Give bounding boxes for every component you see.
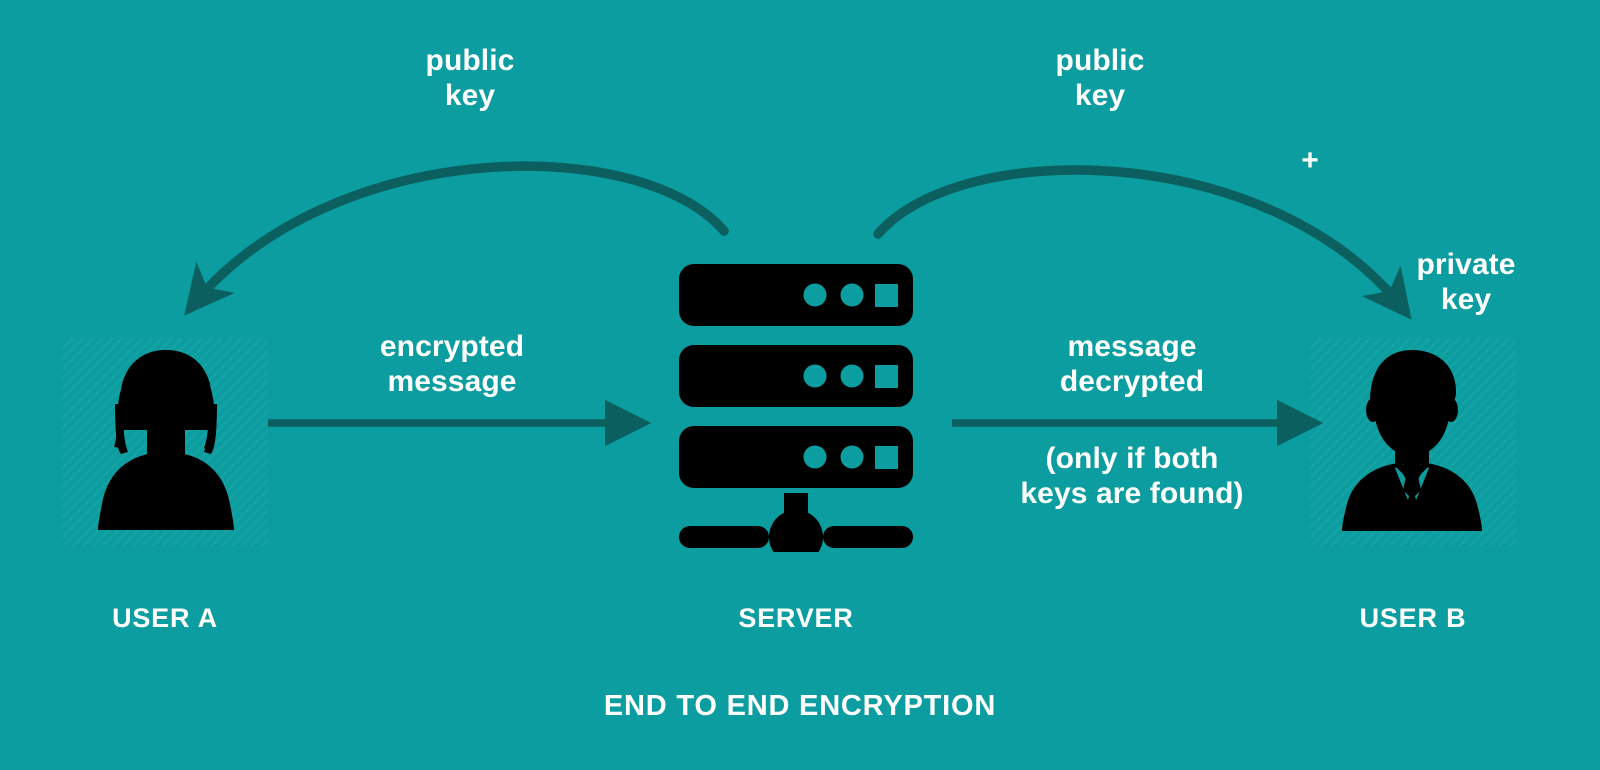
diagram-title: END TO END ENCRYPTION (603, 690, 997, 722)
server-rack-icon (679, 264, 913, 552)
label-only-if-both-keys: (only if both keys are found) (1020, 442, 1244, 510)
female-user-silhouette-icon (98, 350, 234, 530)
label-private-key: private key (1416, 248, 1516, 316)
label-public-key-left: public key (425, 44, 515, 112)
arrow-public-key-to-user-a (184, 161, 729, 316)
label-encrypted-message: encrypted message (379, 330, 525, 398)
label-plus-operator: + (1301, 144, 1319, 177)
label-message-decrypted: message decrypted (1059, 330, 1205, 398)
role-label-server: SERVER (738, 603, 854, 633)
role-label-user-a: USER A (112, 603, 218, 633)
label-public-key-right: public key (1055, 44, 1145, 112)
male-user-silhouette-icon (1342, 350, 1482, 531)
role-label-user-b: USER B (1359, 603, 1467, 633)
arrow-public-key-to-user-b (873, 165, 1412, 320)
